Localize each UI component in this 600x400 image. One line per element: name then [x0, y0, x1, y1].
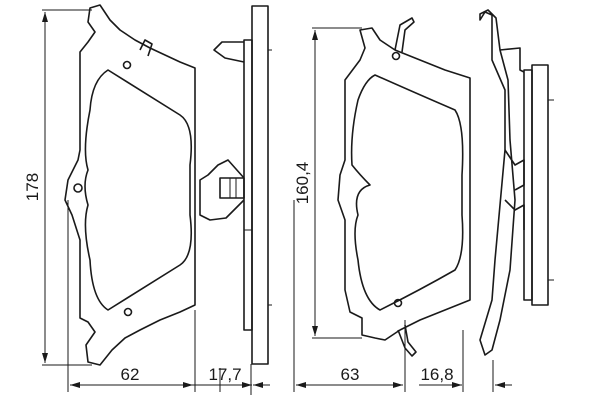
pad1-thickness-label: 17,7 [208, 365, 241, 384]
pad2-width-label: 63 [341, 365, 360, 384]
pad1-front-view [64, 4, 196, 366]
pad2-side-view [479, 9, 554, 356]
pad2-height-label: 160,4 [293, 162, 312, 205]
dimension-lines [42, 9, 512, 395]
pad1-height-label: 178 [23, 173, 42, 201]
pad1-side-view [199, 5, 272, 365]
pad2-front-view [337, 17, 471, 357]
pad2-thickness-label: 16,8 [420, 365, 453, 384]
pad1-width-label: 62 [121, 365, 140, 384]
